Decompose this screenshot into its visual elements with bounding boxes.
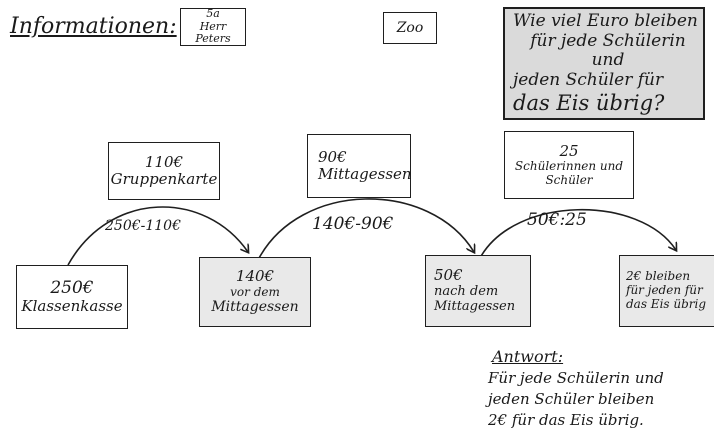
teacher-name: Herr Peters	[195, 19, 231, 46]
class-box: 5a Herr Peters	[180, 7, 246, 46]
operation-1: 250€-110€	[105, 218, 181, 234]
arrow-3	[479, 208, 676, 259]
question-line-3: jeden Schüler für	[513, 69, 664, 90]
state-box-start: 250€ Klassenkasse	[16, 265, 128, 329]
state-box-after-lunch: 50€ nach dem Mittagessen	[425, 255, 531, 327]
info-box-group-ticket: 110€ Gruppenkarte	[108, 142, 220, 200]
arrow-1	[67, 206, 248, 266]
state-label: vor dem	[230, 284, 280, 299]
state-label: das Eis übrig	[626, 296, 707, 311]
question-line-1: Wie viel Euro bleiben	[513, 11, 698, 32]
operation-2: 140€-90€	[312, 214, 394, 234]
state-label: Mittagessen	[434, 298, 516, 314]
state-amount: 250€	[50, 277, 94, 298]
arrow-2	[257, 198, 474, 261]
question-line-4: das Eis übrig?	[513, 90, 665, 115]
info-label: Schüler	[545, 172, 593, 187]
info-amount: 90€	[318, 147, 347, 166]
info-box-lunch: 90€ Mittagessen	[307, 134, 412, 198]
state-amount: 50€	[434, 266, 463, 285]
place-name: Zoo	[396, 19, 424, 36]
info-label: Gruppenkarte	[110, 170, 218, 188]
state-label: nach dem	[434, 283, 499, 299]
info-box-students: 25 Schülerinnen und Schüler	[504, 131, 634, 199]
question-line-2: für jede Schülerin und	[530, 30, 686, 71]
answer-title: Antwort:	[492, 347, 564, 366]
answer-line-1: Für jede Schülerin und	[488, 369, 664, 387]
info-amount: 110€	[144, 152, 184, 171]
place-box: Zoo	[383, 12, 437, 44]
state-label: Klassenkasse	[21, 297, 123, 316]
state-amount: 2€ bleiben	[626, 269, 691, 284]
info-label: Informationen:	[10, 14, 177, 39]
info-label: Schülerinnen und	[514, 158, 624, 173]
info-label: Mittagessen	[318, 165, 412, 183]
state-box-before-lunch: 140€ vor dem Mittagessen	[199, 257, 311, 327]
answer-line-2: jeden Schüler bleiben	[488, 390, 655, 408]
operation-3: 50€:25	[527, 210, 587, 230]
state-amount: 140€	[235, 267, 275, 286]
state-label: für jeden für	[626, 283, 703, 298]
question-box: Wie viel Euro bleiben für jede Schülerin…	[503, 7, 705, 120]
info-count: 25	[559, 141, 579, 160]
state-label: Mittagessen	[211, 299, 299, 316]
answer-line-3: 2€ für das Eis übrig.	[488, 411, 644, 429]
state-box-result: 2€ bleiben für jeden für das Eis übrig	[619, 255, 714, 327]
class-name: 5a	[206, 7, 220, 21]
